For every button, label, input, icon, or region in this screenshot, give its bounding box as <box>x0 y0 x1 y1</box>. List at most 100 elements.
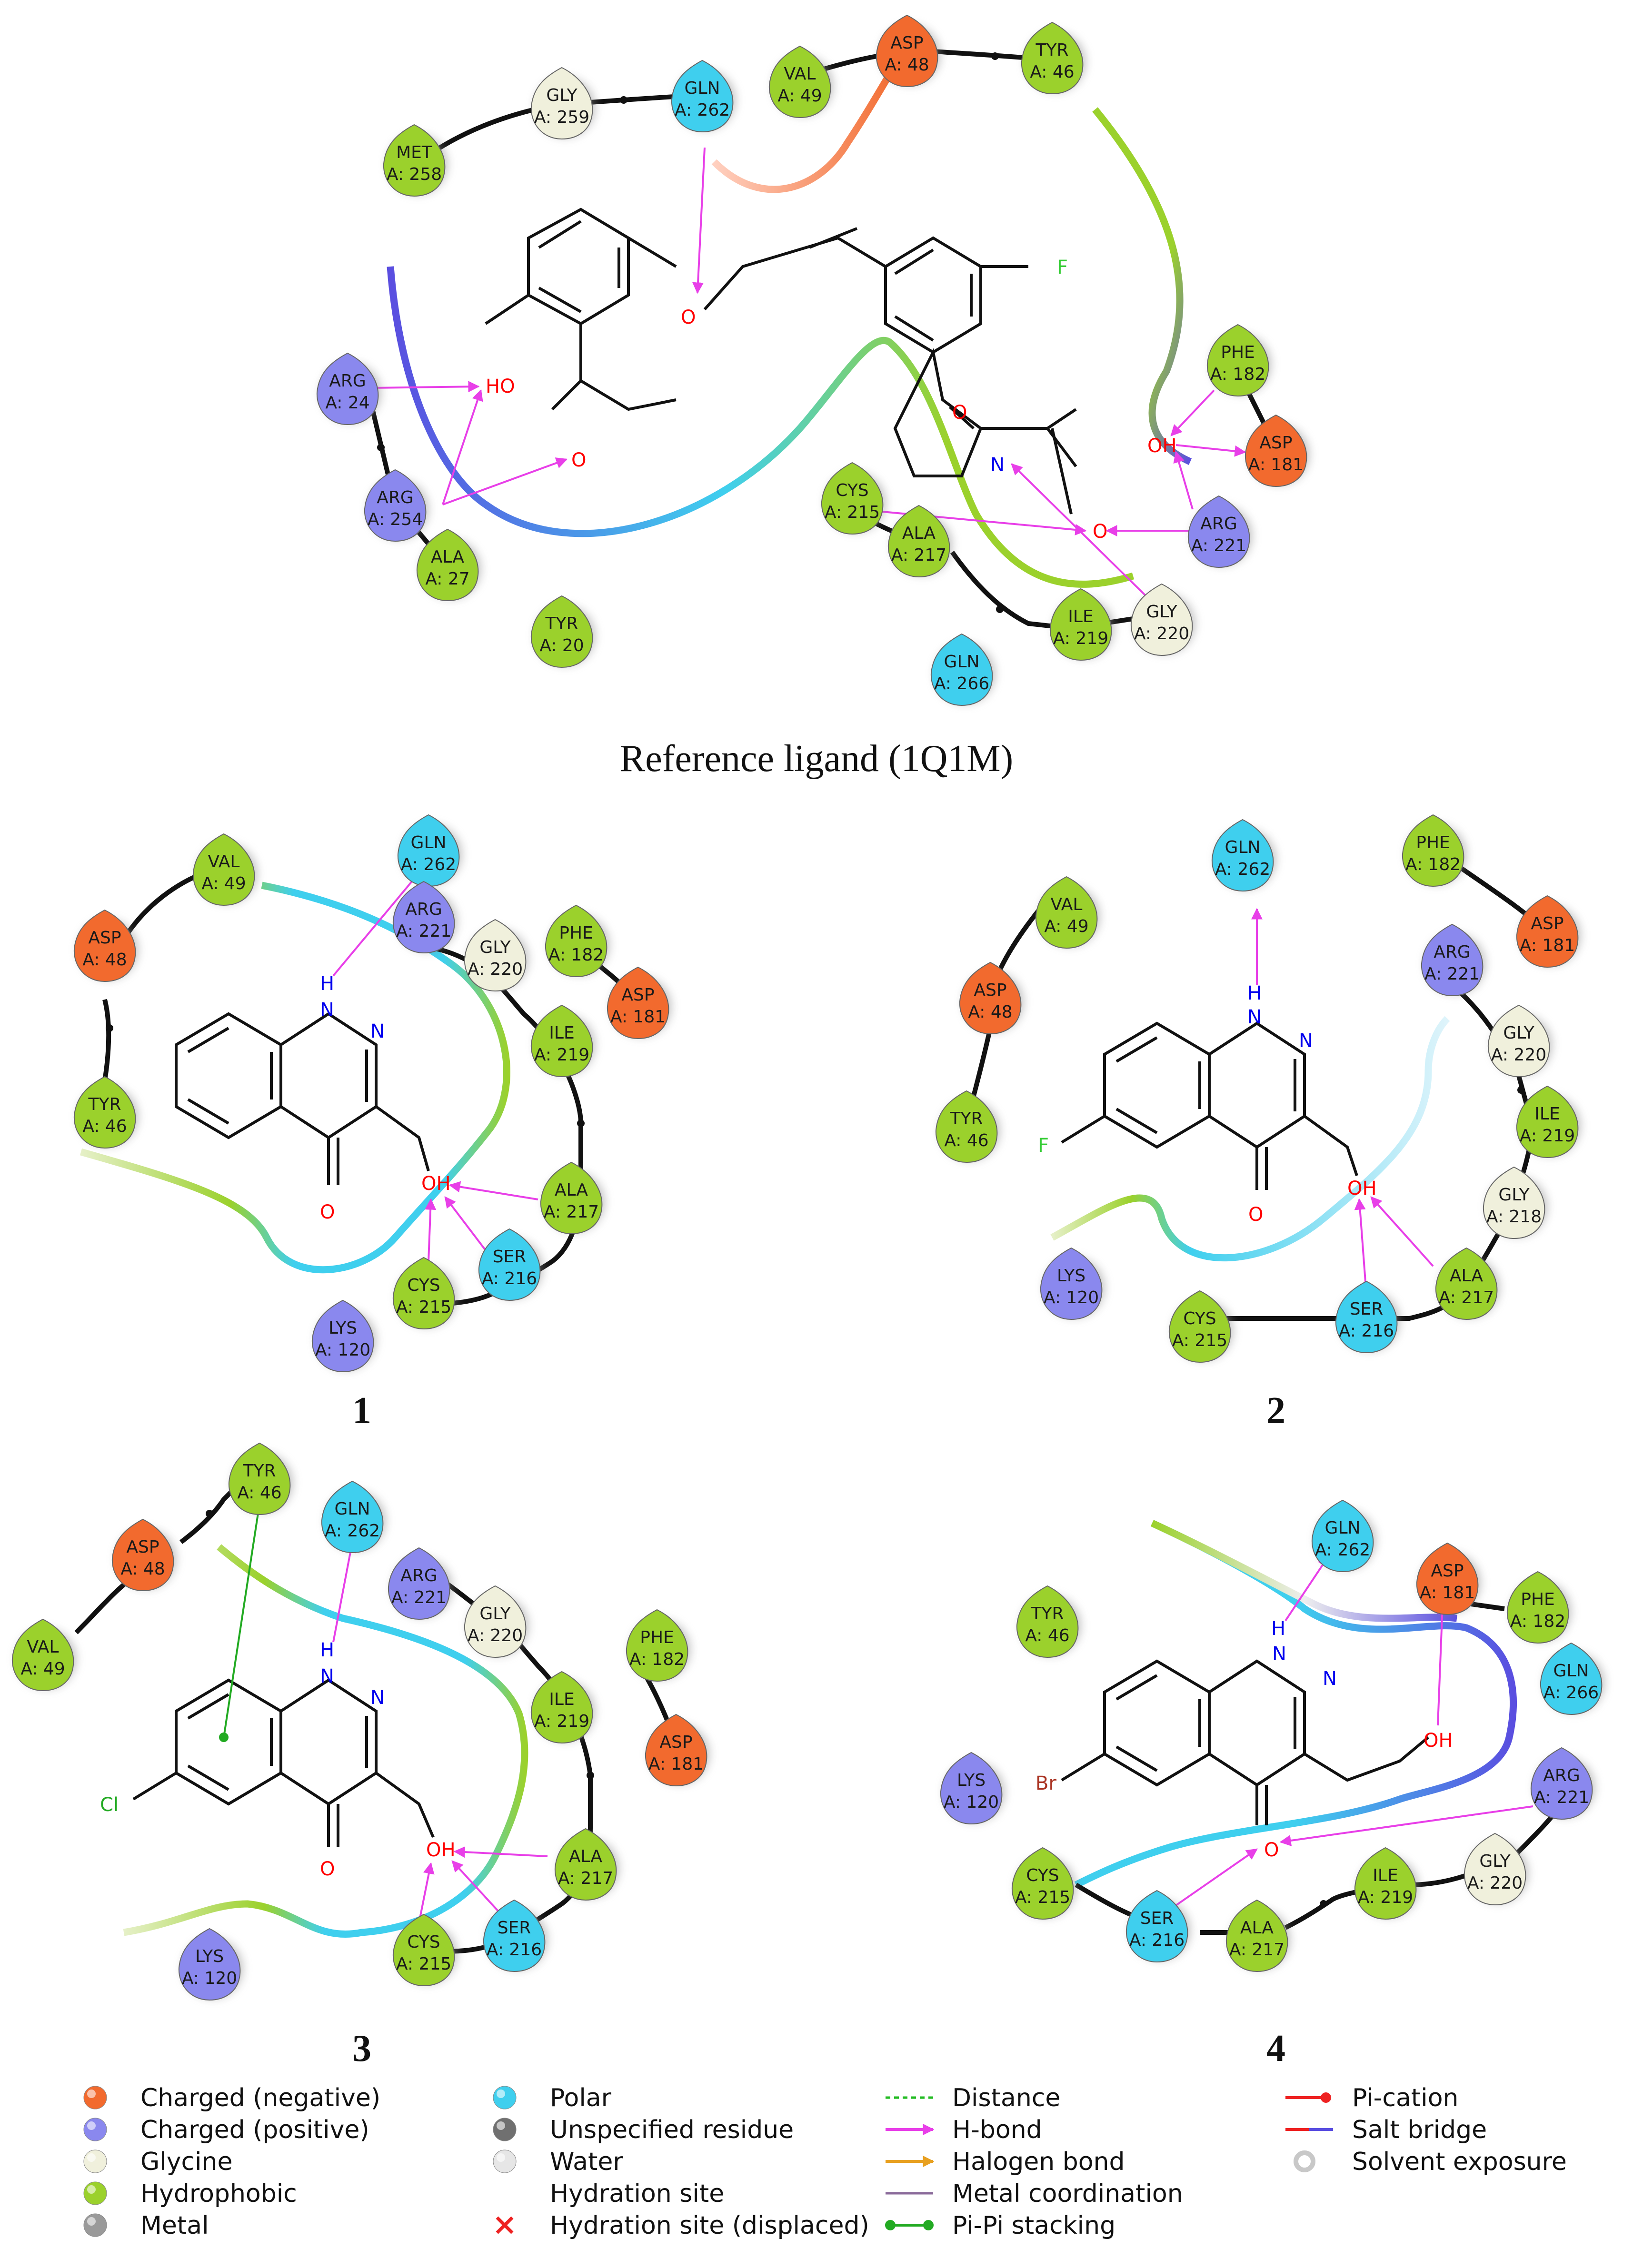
atom-label: OH <box>421 1173 451 1195</box>
pocket-outline-top <box>1150 1520 1457 1622</box>
atom-label: N <box>370 1687 385 1709</box>
compound-4-atoms: H N N Br O OH <box>1036 1618 1453 1861</box>
residue-name: TYR <box>243 1461 276 1481</box>
residue-number: A: 49 <box>1044 917 1088 936</box>
residue-name: LYS <box>329 1318 357 1338</box>
legend-label: Charged (negative) <box>140 2084 380 2112</box>
legend-item: Glycine <box>83 2148 233 2176</box>
residue-number: A: 181 <box>648 1754 704 1774</box>
atom-label: OH <box>426 1839 456 1861</box>
residue-name: CYS <box>407 1932 440 1952</box>
legend-label: Glycine <box>140 2148 233 2176</box>
residue-number: A: 120 <box>944 1793 999 1812</box>
atom-label: N <box>990 454 1005 476</box>
legend-marker <box>1285 2092 1331 2103</box>
residue-name: LYS <box>957 1771 986 1790</box>
residue-number: A: 219 <box>534 1045 589 1065</box>
residue-name: ASP <box>1431 1561 1464 1581</box>
residue-name: GLN <box>1225 838 1261 857</box>
legend-item: Water <box>493 2148 623 2176</box>
legend-label: Charged (positive) <box>140 2116 369 2144</box>
atom-label: H <box>1271 1618 1285 1640</box>
residue-name: CYS <box>407 1276 440 1295</box>
residue-name: ILE <box>1068 607 1093 626</box>
residue-number: A: 216 <box>487 1940 542 1960</box>
compound-1-structure <box>175 1012 430 1185</box>
legend-item: Distance <box>886 2084 1060 2112</box>
atom-label: N <box>320 999 334 1021</box>
legend-item: Salt bridge <box>1285 2116 1487 2144</box>
legend-label: Pi-Pi stacking <box>952 2211 1115 2240</box>
residue-number: A: 219 <box>1520 1126 1575 1146</box>
residue-number: A: 24 <box>325 393 369 413</box>
legend-label: Pi-cation <box>1352 2084 1459 2112</box>
legend: Charged (negative) Charged (positive) Glyc… <box>83 2084 1567 2240</box>
atom-label: O <box>681 307 696 328</box>
legend-label: H-bond <box>952 2116 1042 2144</box>
hbonds-compound-4 <box>1170 1555 1533 1910</box>
residue-name: ARG <box>1200 514 1237 534</box>
residue-name: ARG <box>329 371 366 391</box>
hbonds-reference <box>371 147 1246 598</box>
residue-number: A: 221 <box>1424 964 1480 984</box>
caption-compound-4: 4 <box>1266 2028 1285 2070</box>
caption-reference: Reference ligand (1Q1M) <box>620 738 1013 780</box>
caption-compound-1: 1 <box>352 1390 371 1432</box>
residue-number: A: 27 <box>425 569 469 589</box>
residue-number: A: 182 <box>629 1650 685 1669</box>
residue-number: A: 46 <box>944 1131 988 1150</box>
legend-marker <box>83 2149 107 2173</box>
backbone-dots <box>206 1510 594 1779</box>
residue-name: GLY <box>546 86 578 105</box>
residue-name: LYS <box>195 1947 224 1966</box>
atom-label: H <box>1247 982 1262 1004</box>
residue-name: PHE <box>1521 1590 1555 1609</box>
reference-ligand-structure <box>485 208 1077 515</box>
atom-label: N <box>1247 1006 1262 1028</box>
atom-label: HO <box>486 376 515 397</box>
pocket-outline <box>1074 1520 1517 1888</box>
residue-name: GLY <box>1146 602 1177 622</box>
residue-name: TYR <box>1036 40 1069 60</box>
residue-name: ASP <box>659 1733 692 1752</box>
residue-name: GLN <box>944 652 980 672</box>
residue-name: SER <box>498 1918 531 1938</box>
residue-name: CYS <box>1026 1866 1059 1885</box>
residue-name: CYS <box>836 481 868 500</box>
residue-number: A: 216 <box>482 1269 537 1288</box>
residue-name: ASP <box>1259 433 1292 453</box>
legend-label: Polar <box>550 2084 612 2112</box>
hbonds-compound-3 <box>332 1541 548 1923</box>
atom-label: N <box>1299 1030 1313 1052</box>
residue-number: A: 48 <box>968 1002 1012 1022</box>
residue-number: A: 216 <box>1339 1321 1394 1341</box>
legend-label: Hydrophobic <box>140 2179 297 2208</box>
atom-label: N <box>1323 1668 1337 1690</box>
residue-name: SER <box>493 1247 527 1267</box>
residue-name: GLN <box>411 833 447 852</box>
residue-ser: SER A: 216 <box>478 1228 542 1301</box>
atom-label: OH <box>1424 1730 1453 1752</box>
residue-number: A: 46 <box>237 1483 281 1503</box>
